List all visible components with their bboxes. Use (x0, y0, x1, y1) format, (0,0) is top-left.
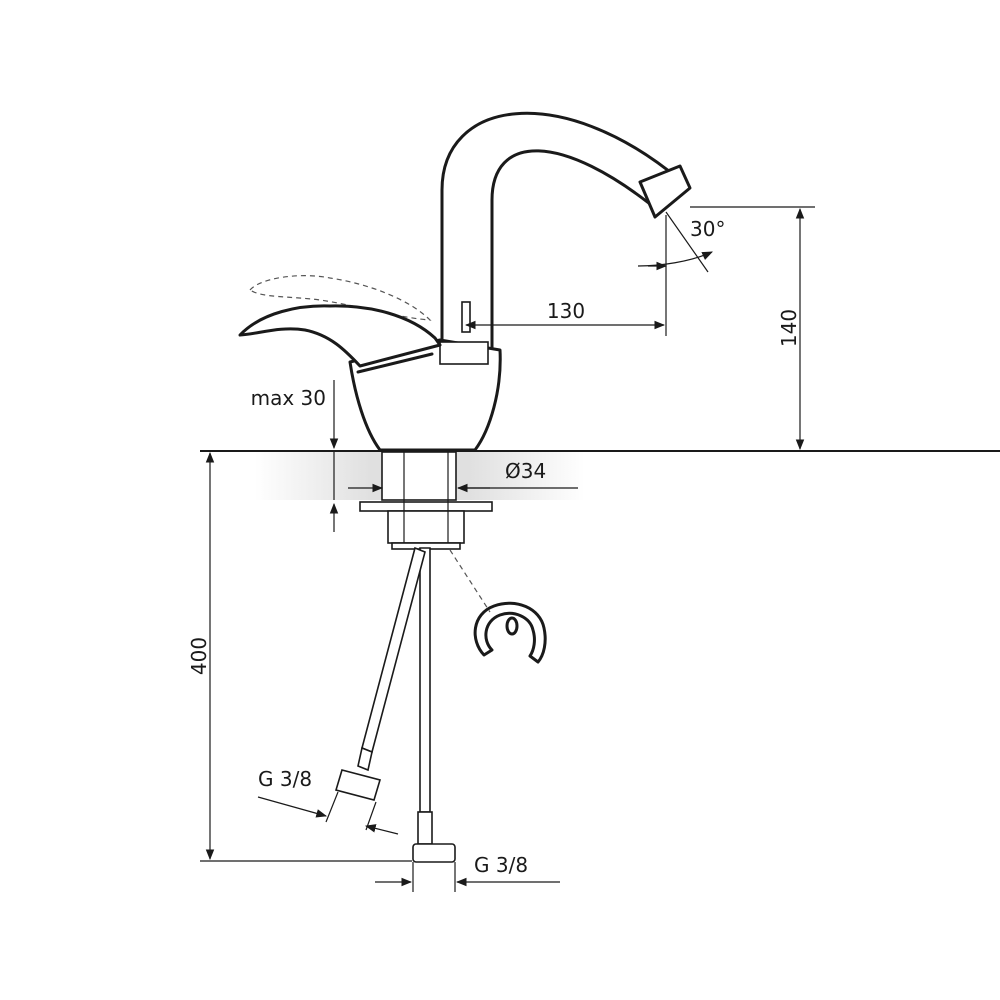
spout-reach-label: 130 (547, 299, 585, 323)
hole-diameter-label: Ø34 (505, 459, 546, 483)
dimension-thread-left: G 3/8 (257, 767, 399, 835)
supply-hoses (334, 546, 456, 863)
dimension-spout-height: 140 (690, 206, 815, 451)
spout (440, 111, 692, 352)
dimension-swivel-angle: 30° (637, 211, 725, 273)
dimension-thread-right: G 3/8 (375, 853, 560, 892)
faucet-body (348, 338, 502, 452)
handle-ghost-outline (249, 275, 432, 321)
swivel-angle-label: 30° (690, 217, 725, 241)
thread-left-label: G 3/8 (258, 767, 312, 791)
max-thickness-label: max 30 (251, 386, 326, 410)
spout-height-label: 140 (777, 309, 801, 347)
dimension-hose-length: 400 (187, 451, 412, 862)
hose-length-label: 400 (187, 637, 211, 675)
dimension-max-thickness: max 30 (251, 380, 339, 532)
handle-lever (238, 304, 442, 368)
dimension-hole-diameter: Ø34 (348, 459, 578, 493)
horseshoe-clip-icon (473, 601, 547, 664)
thread-right-label: G 3/8 (474, 853, 528, 877)
dimension-spout-reach: 130 (464, 215, 667, 336)
countertop (200, 450, 1000, 500)
mounting-hardware (359, 451, 493, 550)
